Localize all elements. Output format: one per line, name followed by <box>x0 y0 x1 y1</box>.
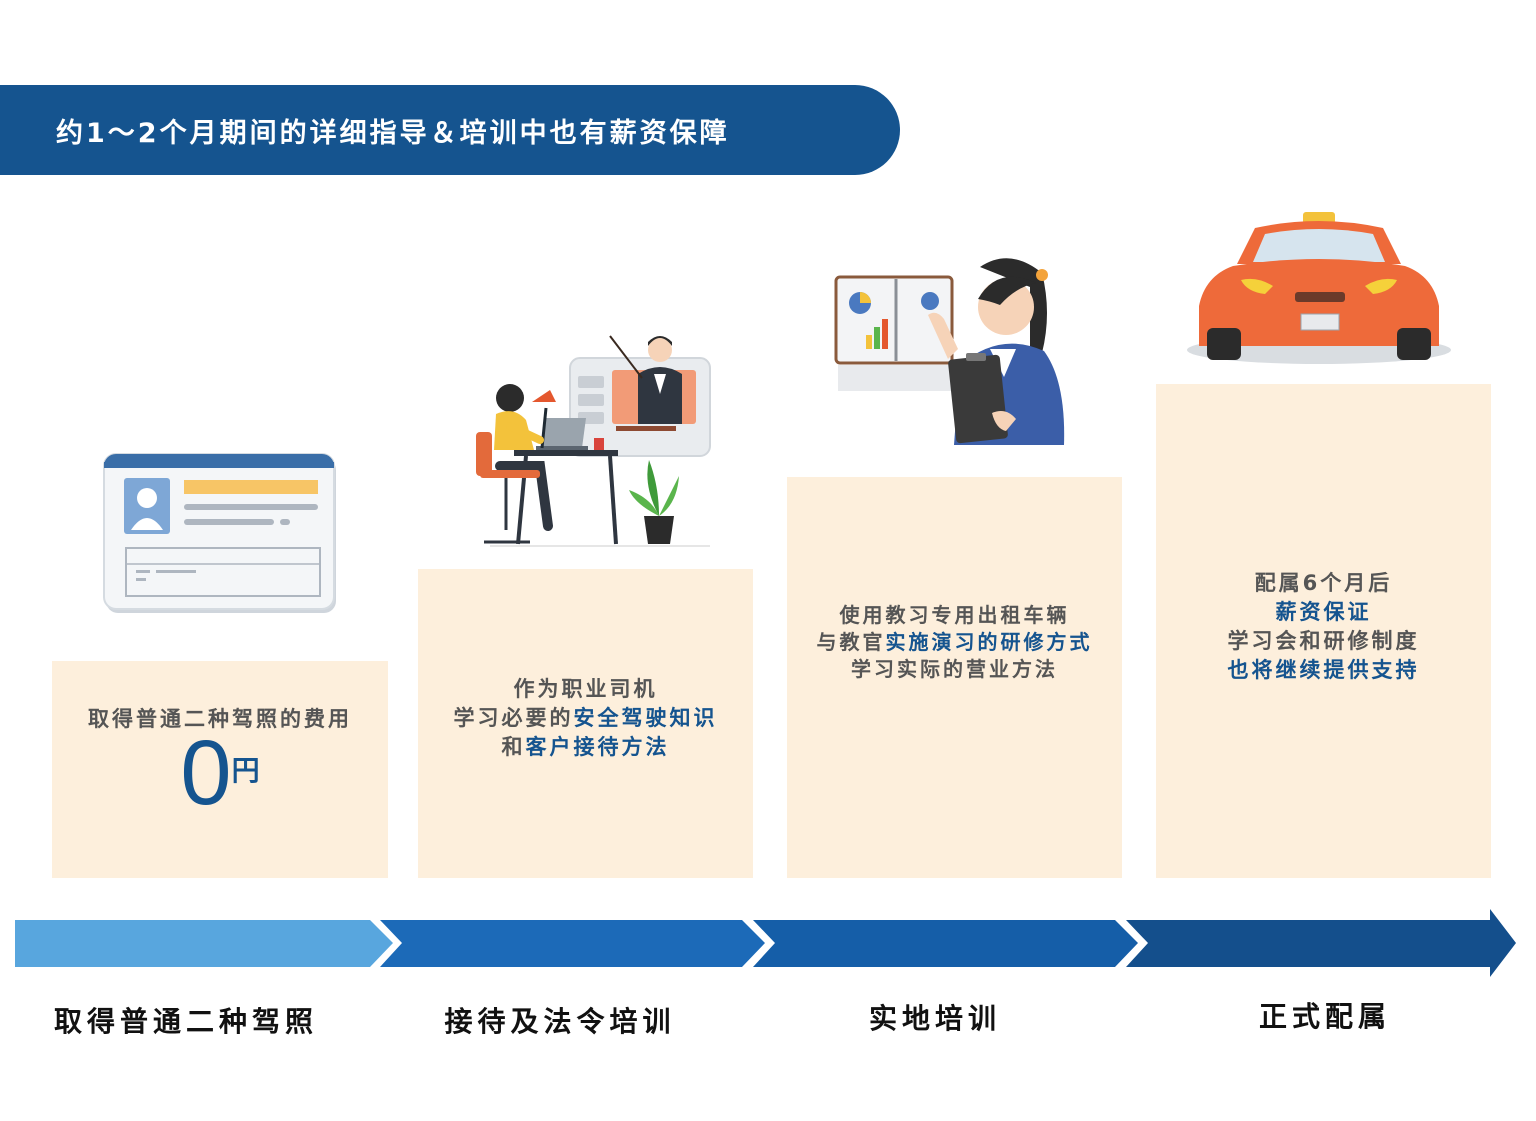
step-2-box: 作为职业司机 学习必要的安全驾驶知识 和客户接待方法 <box>418 569 753 878</box>
banner-title: 约1～2个月期间的详细指导＆培训中也有薪资保障 <box>56 117 730 149</box>
arrow-segment-2 <box>380 920 765 967</box>
step-1-desc: 取得普通二种驾照的费用 <box>88 707 352 731</box>
step-3-desc-line3: 学习实际的营业方法 <box>851 657 1058 681</box>
fee-amount-unit: 円 <box>231 754 260 787</box>
step-1-box: 取得普通二种驾照的费用 0円 <box>52 661 388 878</box>
step-2-highlight-2: 客户接待方法 <box>525 735 670 759</box>
step-4-highlight-1: 薪资保证 <box>1275 600 1372 624</box>
step-4-highlight-2: 也将继续提供支持 <box>1227 658 1420 682</box>
header-banner: 约1～2个月期间的详细指导＆培训中也有薪资保障 <box>0 85 900 175</box>
fee-amount: 0円 <box>52 727 388 819</box>
step-3-label: 实地培训 <box>868 1002 1001 1035</box>
arrow-segment-3 <box>753 920 1138 967</box>
step-2-highlight-1: 安全驾驶知识 <box>573 706 718 730</box>
arrow-segment-4 <box>1126 909 1516 977</box>
taxi-car-icon <box>1187 212 1451 364</box>
step-2-label: 接待及法令培训 <box>444 1005 676 1038</box>
fee-amount-number: 0 <box>180 722 232 824</box>
instructor-presentation-illustration <box>834 258 1065 445</box>
step-3-desc-line1: 使用教习专用出租车辆 <box>839 603 1070 627</box>
step-3-box: 使用教习专用出租车辆 与教官实施演习的研修方式 学习实际的营业方法 <box>787 477 1122 878</box>
step-2-desc-line3: 和客户接待方法 <box>501 735 670 759</box>
step-2-desc-line1: 作为职业司机 <box>513 677 658 701</box>
step-4-box: 配属6个月后 薪资保证 学习会和研修制度 也将继续提供支持 <box>1156 384 1491 878</box>
process-arrow-timeline <box>15 909 1516 977</box>
step-4-label: 正式配属 <box>1258 1000 1391 1033</box>
driver-license-card-icon <box>103 453 336 613</box>
step-4-desc-line3: 学习会和研修制度 <box>1227 629 1420 653</box>
online-lecture-illustration <box>476 335 711 547</box>
step-1-label: 取得普通二种驾照 <box>53 1005 318 1038</box>
step-4-desc-line1: 配属6个月后 <box>1254 571 1393 595</box>
step-3-desc-line2: 与教官实施演习的研修方式 <box>816 630 1093 654</box>
step-3-highlight: 实施演习的研修方式 <box>885 630 1093 654</box>
arrow-segment-1 <box>15 920 393 967</box>
step-2-desc-line2: 学习必要的安全驾驶知识 <box>453 706 718 730</box>
